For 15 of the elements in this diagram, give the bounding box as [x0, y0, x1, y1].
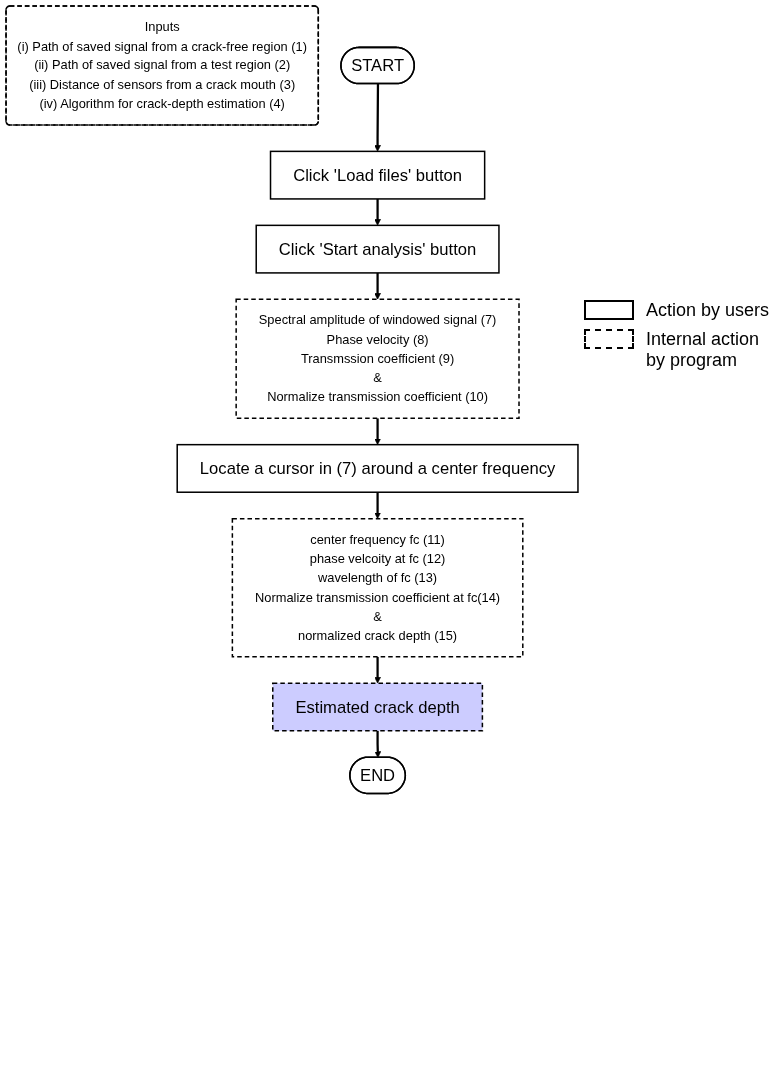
legend-text: Internal action by program	[646, 329, 761, 371]
arrow	[374, 492, 381, 519]
legend-text: Action by users	[646, 300, 770, 321]
arrow	[374, 656, 381, 684]
arrow	[374, 272, 381, 300]
node-box: Spectral amplitude of windowed signal (7) Phase velocity (8) Transmssion coefficient (9) & Normalize transmission coefficient (10)	[235, 298, 520, 419]
node-box: Estimated crack depth	[272, 682, 484, 732]
arrow	[374, 84, 381, 152]
node-box: center frequency fc (11) phase velcoity at fc (12) wavelength of fc (13) Normalize transmission coefficient at fc(14) & normalized crack depth (15)	[231, 517, 524, 658]
node-box: Locate a cursor in (7) around a center frequency	[176, 443, 579, 493]
arrow	[374, 730, 382, 758]
arrow	[374, 418, 381, 445]
arrow	[374, 198, 381, 226]
node-box: Click 'Start analysis' button	[255, 224, 500, 274]
node-box: Click 'Load files' button	[269, 150, 486, 200]
